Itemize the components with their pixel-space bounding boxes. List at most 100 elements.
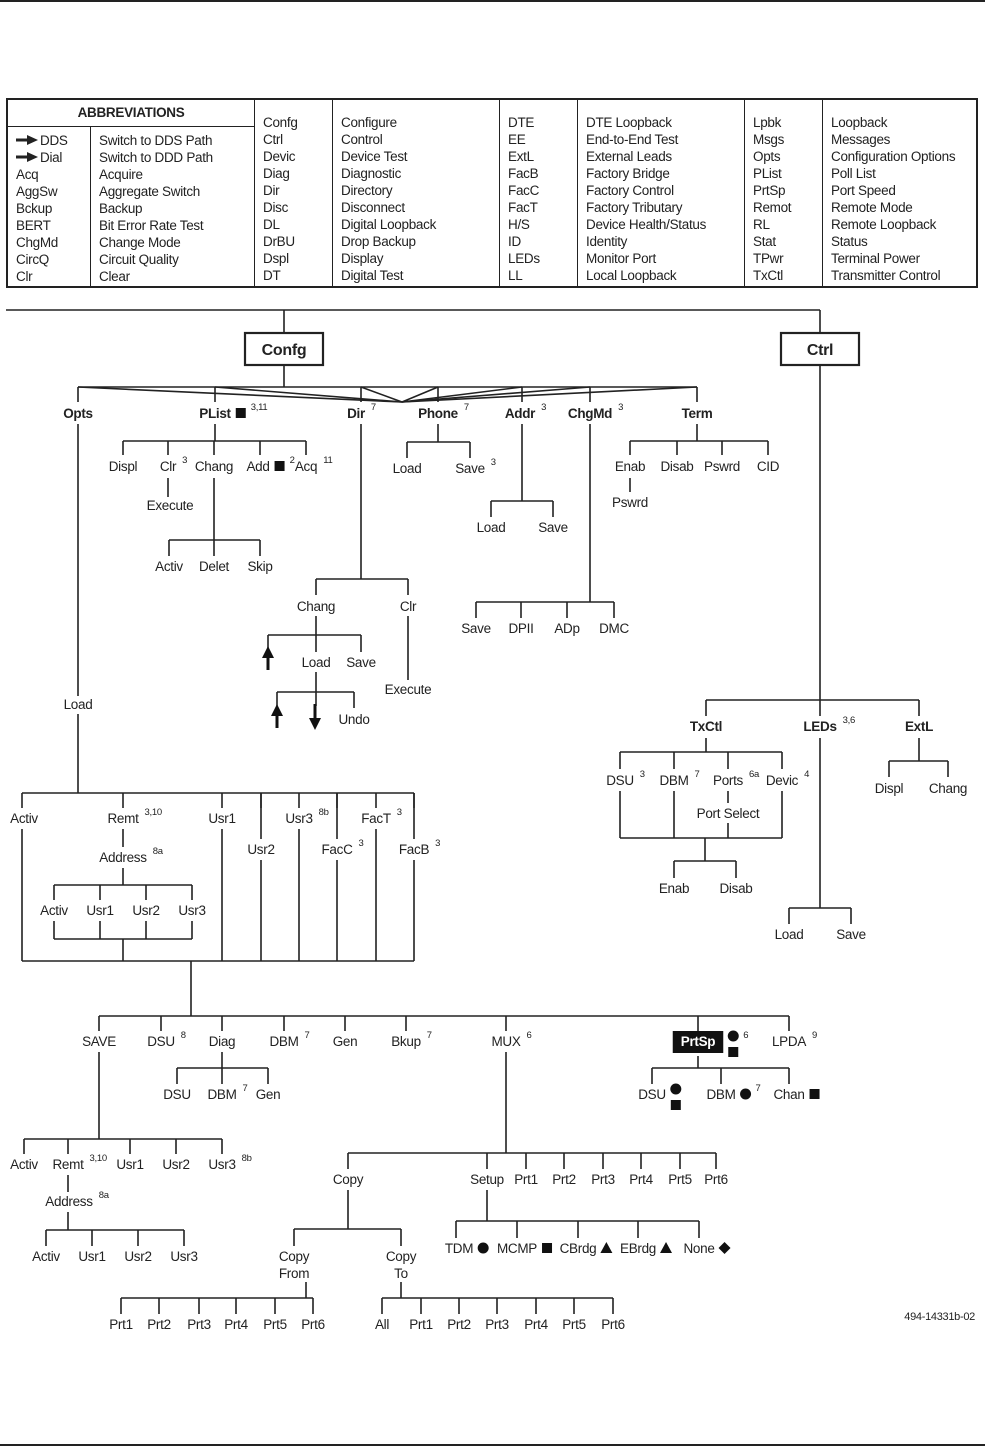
abbr-meaning: Loopback	[831, 115, 888, 130]
node-leds: LEDs	[803, 719, 836, 734]
node-l-address: Address	[99, 850, 147, 865]
circle-marker-icon	[670, 1083, 682, 1095]
triangle-marker-icon	[660, 1242, 673, 1253]
node-dc-load: Load	[302, 655, 331, 670]
node-sa-usr1: Usr1	[78, 1249, 105, 1264]
node-cf-prt3: Prt3	[187, 1317, 211, 1332]
footnote-ref: 3,11	[251, 402, 268, 413]
footnote-ref: 8b	[242, 1153, 252, 1164]
node-addr: Addr	[505, 406, 536, 421]
up-arrow-icon	[271, 704, 283, 728]
node-t-enab: Enab	[615, 459, 645, 474]
node-l-usr2: Usr2	[247, 842, 274, 857]
abbr-term: Dial	[16, 149, 90, 166]
abbr-meaning: Clear	[99, 269, 130, 284]
abbr-term: PList	[753, 166, 782, 181]
abbr-term: LEDs	[508, 251, 540, 266]
footnote-ref: 7	[464, 402, 469, 413]
footnote-ref: 6a	[749, 769, 760, 780]
node-ct-prt5: Prt5	[562, 1317, 586, 1332]
square-marker-icon	[542, 1243, 553, 1253]
down-arrow-icon	[309, 704, 321, 730]
abbr-term: ID	[508, 234, 521, 249]
node-pl-activ: Activ	[155, 559, 183, 574]
abbr-term: Bckup	[16, 201, 53, 216]
abbr-term: DrBU	[263, 234, 295, 249]
node-mx-prt3: Prt3	[591, 1172, 615, 1187]
connector-line	[77, 386, 403, 403]
node-tx-disab: Disab	[719, 881, 752, 896]
footnote-ref: 3	[618, 402, 623, 413]
node-term: Term	[682, 406, 713, 421]
node-ct-all: All	[375, 1317, 389, 1332]
footnote-ref: 6	[527, 1030, 532, 1041]
triangle-marker-icon	[600, 1242, 613, 1253]
node-le-load: Load	[775, 927, 804, 942]
node-mx-copy: Copy	[333, 1172, 364, 1187]
abbr-term: Msgs	[753, 132, 785, 147]
footnote-ref: 7	[695, 769, 700, 780]
node-pl-add: Add	[246, 459, 269, 474]
up-arrow-icon	[262, 646, 274, 670]
node-extl: ExtL	[905, 719, 933, 734]
abbr-meaning: Configure	[341, 115, 397, 130]
abbr-term: Opts	[753, 149, 781, 164]
connector-line	[360, 386, 403, 403]
abbr-meaning: Circuit Quality	[99, 252, 179, 267]
abbr-term-text: DDS	[40, 133, 68, 148]
node-sa-usr3: Usr3	[170, 1249, 197, 1264]
abbr-meaning: Backup	[99, 201, 143, 216]
abbr-meaning: Factory Control	[586, 183, 674, 198]
node-pl-skip: Skip	[247, 559, 272, 574]
abbr-meaning: Configuration Options	[831, 149, 956, 164]
node-tx-portsel: Port Select	[697, 806, 760, 821]
node-dg-dsu: DSU	[163, 1087, 191, 1102]
prtsp-highlight-box	[672, 1031, 724, 1053]
node-cf-prt6: Prt6	[301, 1317, 325, 1332]
abbr-meaning: Drop Backup	[341, 234, 416, 249]
abbr-term: Confg	[263, 115, 298, 130]
node-la-usr1: Usr1	[86, 903, 113, 918]
abbr-meaning: Port Speed	[831, 183, 896, 198]
abbr-meaning: Acquire	[99, 167, 143, 182]
circle-marker-icon	[727, 1030, 739, 1042]
abbr-term: H/S	[508, 217, 530, 232]
node-m-mux: MUX	[491, 1034, 520, 1049]
node-dir-chang: Chang	[297, 599, 335, 614]
right-arrow-icon	[16, 149, 40, 166]
footnote-ref: 3	[541, 402, 546, 413]
abbr-meaning: Factory Tributary	[586, 200, 683, 215]
abbr-term: Devic	[263, 149, 296, 164]
node-t-cid: CID	[757, 459, 780, 474]
abbr-meaning: Aggregate Switch	[99, 184, 201, 199]
square-marker-icon	[728, 1047, 739, 1057]
abbr-meaning: Monitor Port	[586, 251, 656, 266]
abbr-meaning: Digital Test	[341, 268, 404, 283]
node-m-prtsp: PrtSp	[681, 1034, 716, 1049]
node-pl-displ: Displ	[109, 459, 138, 474]
node-su-cbrdg: CBrdg	[560, 1241, 597, 1256]
abbr-term: LL	[508, 268, 523, 283]
abbr-meaning: End-to-End Test	[586, 132, 679, 147]
abbr-term: DT	[263, 268, 281, 283]
node-s-remt: Remt	[52, 1157, 84, 1172]
abbr-term: Lpbk	[753, 115, 782, 130]
abbr-meaning: Status	[831, 234, 868, 249]
abbr-meaning: Switch to DDS Path	[99, 133, 213, 148]
node-t-disab: Disab	[660, 459, 693, 474]
footnote-ref: 8a	[153, 846, 164, 857]
node-ps-chan: Chan	[773, 1087, 804, 1102]
abbr-meaning: Device Health/Status	[586, 217, 707, 232]
square-marker-icon	[274, 461, 285, 471]
abbr-meaning: Remote Loopback	[831, 217, 937, 232]
abbr-term: Remot	[753, 200, 792, 215]
node-ps-dsu: DSU	[638, 1087, 666, 1102]
node-mx-prt1: Prt1	[514, 1172, 538, 1187]
abbr-term: Acq	[16, 167, 39, 182]
node-tx-devic: Devic	[766, 773, 799, 788]
footnote-ref: 6	[743, 1030, 748, 1041]
